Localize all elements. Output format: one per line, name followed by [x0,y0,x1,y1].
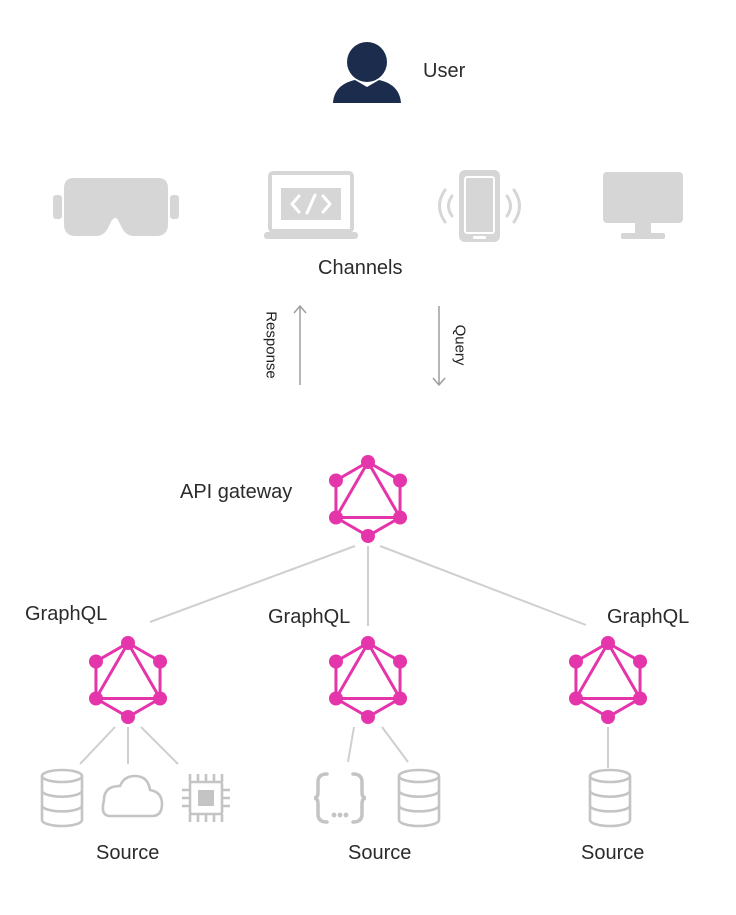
graphql-label-3: GraphQL [607,606,690,628]
api-gateway-graphql-icon [328,455,408,543]
vr-headset-icon [53,178,179,236]
response-label: Response [262,311,280,379]
smartphone-icon [438,170,521,242]
connector-line [149,545,356,623]
json-braces-icon [313,772,367,824]
graphql-label-1: GraphQL [25,603,108,625]
graphql-icon [328,636,408,724]
laptop-code-icon [264,171,358,239]
chip-icon [182,774,230,822]
user-label: User [423,60,466,82]
graphql-icon [568,636,648,724]
cloud-icon [101,774,164,818]
connector-line [379,545,587,626]
source-label-2: Source [348,842,412,864]
api-gateway-label: API gateway [180,481,293,503]
database-icon [397,768,441,828]
source-label-1: Source [96,842,160,864]
source-label-3: Source [581,842,645,864]
channels-label: Channels [318,257,403,279]
connector-line [347,726,355,763]
connector-line [79,726,116,765]
query-label: Query [451,324,469,366]
graphql-icon [88,636,168,724]
query-arrow [432,306,446,387]
connector-line [381,726,409,763]
database-icon [588,768,632,828]
connector-line [140,726,179,765]
monitor-icon [603,172,683,239]
response-arrow [293,304,307,385]
user-icon [333,42,401,103]
database-icon [40,768,84,828]
connector-lines [79,545,609,768]
graphql-label-2: GraphQL [268,606,351,628]
